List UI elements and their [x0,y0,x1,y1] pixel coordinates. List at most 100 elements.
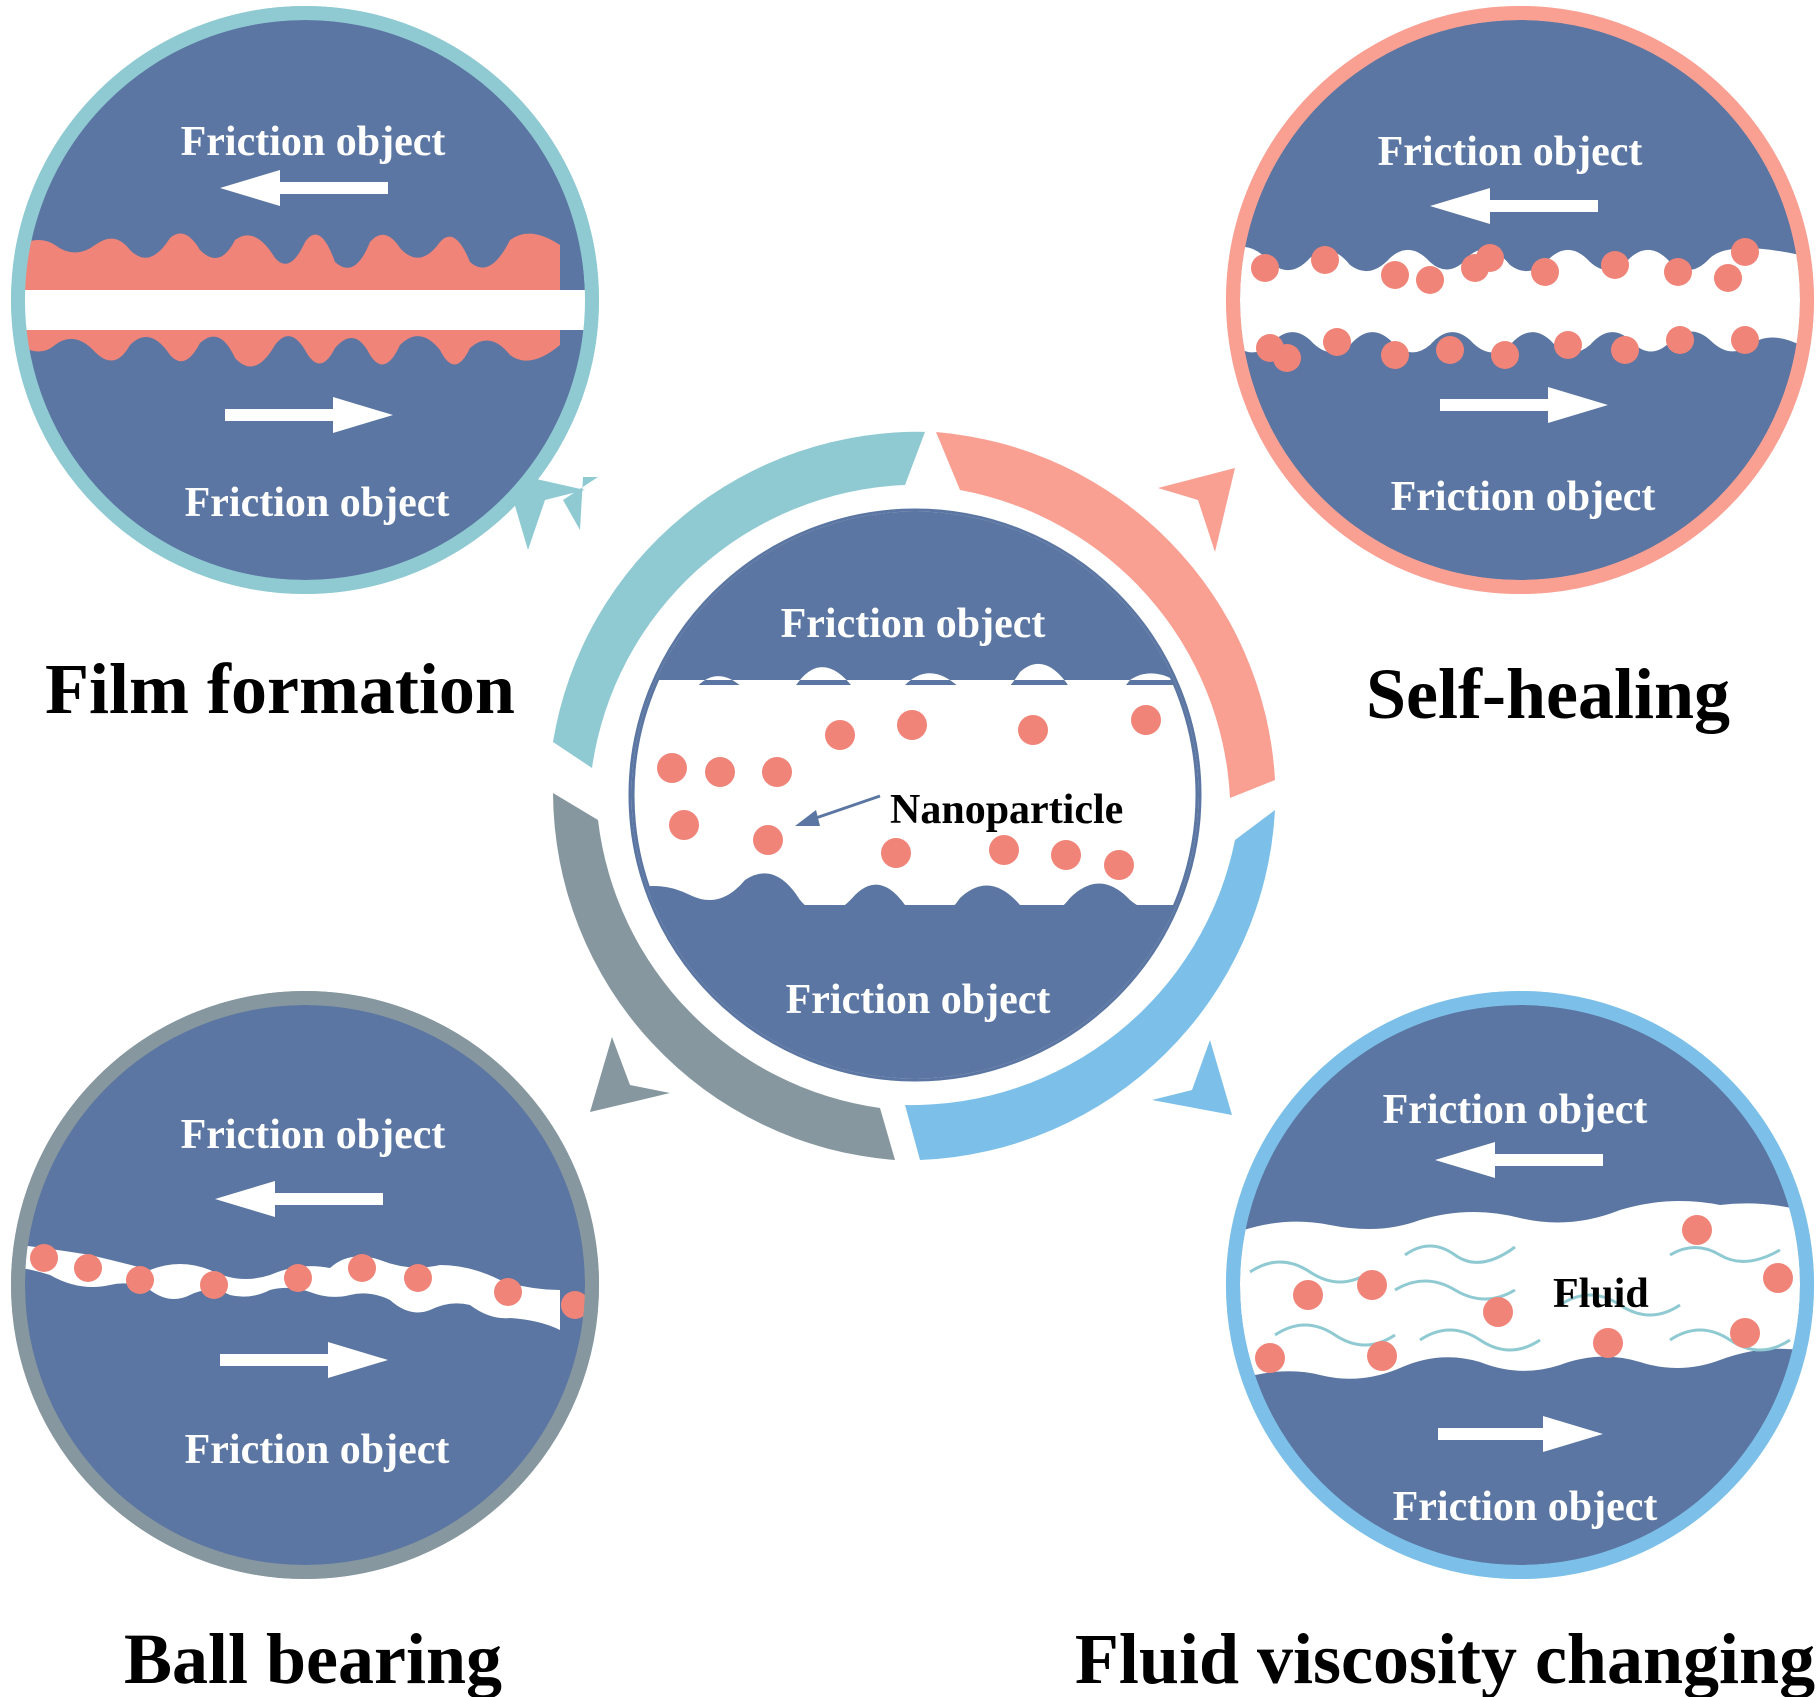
bearing-title: Ball bearing [124,1619,502,1697]
ball [126,1266,154,1294]
connector-arrow-fluid [1152,1040,1232,1115]
ball [284,1264,312,1292]
particle [1731,326,1759,354]
particle [1731,238,1759,266]
particle [1436,336,1464,364]
center-nanoparticles [657,705,1161,880]
particle [1416,266,1444,294]
ball [74,1254,102,1282]
ball [30,1244,58,1272]
particle [1601,251,1629,279]
film-bottom-label: Friction object [185,480,450,526]
film-title: Film formation [45,649,515,729]
ball [200,1271,228,1299]
fluid-title: Fluid viscosity changing [1075,1619,1815,1697]
nanoparticle [705,757,735,787]
left-arrow-icon [1435,1142,1603,1178]
particle [1714,264,1742,292]
connector-arrow-film [563,477,598,530]
healing-particles [1251,238,1759,372]
nanoparticle [1018,715,1048,745]
film-bottom-layer [23,330,560,367]
right-arrow-icon [220,1342,388,1378]
nanoparticle [989,835,1019,865]
bearing-balls [30,1244,587,1319]
particle [1357,1270,1387,1300]
nanoparticle [762,757,792,787]
left-arrow-icon [215,1181,383,1217]
ball [561,1291,587,1319]
nanoparticle [1051,840,1081,870]
ball [404,1264,432,1292]
particle [1476,244,1504,272]
particle [1554,331,1582,359]
particle [1255,1343,1285,1373]
nanoparticle [657,753,687,783]
nanoparticle [1104,850,1134,880]
particle [1273,344,1301,372]
right-arrow-icon [1440,387,1608,423]
particle [1483,1297,1513,1327]
particle [1531,258,1559,286]
center-bottom-surface [633,873,1197,919]
particle [1593,1328,1623,1358]
nanoparticle [1131,705,1161,735]
nanoparticle-pointer-head [795,810,820,826]
cycle-arrow-teal [553,431,930,768]
nanoparticle [825,720,855,750]
bearing-bottom-label: Friction object [185,1427,450,1473]
right-arrow-icon [225,397,393,433]
panel-self-healing: Friction object Friction object Self-hea… [1226,6,1814,734]
fluid-label: Fluid [1553,1271,1649,1317]
film-top-label: Friction object [181,119,446,165]
film-top-layer [23,233,560,290]
particle [1611,336,1639,364]
fluid-bottom-label: Friction object [1393,1484,1658,1530]
ball [348,1254,376,1282]
bearing-top-label: Friction object [181,1112,446,1158]
particle [1367,1341,1397,1371]
particle [1293,1280,1323,1310]
right-arrow-icon [1438,1416,1603,1452]
nanoparticle [669,810,699,840]
cycle-arrow-salmon [936,432,1275,798]
panel-film-formation: Friction object Friction object Film for… [11,6,599,729]
particle [1491,341,1519,369]
panel-ball-bearing: Friction object Friction object Ball bea… [11,991,599,1697]
ball [494,1278,522,1306]
left-arrow-icon [220,170,388,206]
panel-fluid-viscosity: Friction object Fluid Friction object Fl… [1075,991,1815,1697]
fluid-lines [1249,1244,1791,1352]
film-gap [23,290,587,330]
nanoparticle [753,825,783,855]
cycle-arrow-blue [905,810,1275,1160]
nanoparticle [897,710,927,740]
healing-title: Self-healing [1366,654,1730,734]
fluid-particles [1255,1215,1793,1373]
connector-arrow-healing [1158,468,1235,552]
healing-gap [1240,247,1800,353]
healing-bottom-label: Friction object [1391,474,1656,520]
fluid-top-label: Friction object [1383,1087,1648,1133]
particle [1311,246,1339,274]
left-arrow-icon [1430,188,1598,224]
nanoparticle [881,838,911,868]
center-bottom-label: Friction object [786,977,1051,1023]
center-cycle: Friction object Friction object Nanopart… [553,431,1275,1160]
center-top-label: Friction object [781,601,1046,647]
cycle-arrow-grey [553,793,895,1160]
particle [1381,261,1409,289]
center-top-surface [633,664,1197,704]
particle [1323,328,1351,356]
particle [1730,1318,1760,1348]
connector-arrow-bearing [590,1037,670,1112]
nanoparticle-pointer-line [809,794,881,822]
particle [1251,254,1279,282]
nanoparticle-label: Nanoparticle [890,787,1123,833]
particle [1682,1215,1712,1245]
particle [1664,258,1692,286]
healing-top-label: Friction object [1378,129,1643,175]
particle [1381,341,1409,369]
particle [1666,326,1694,354]
